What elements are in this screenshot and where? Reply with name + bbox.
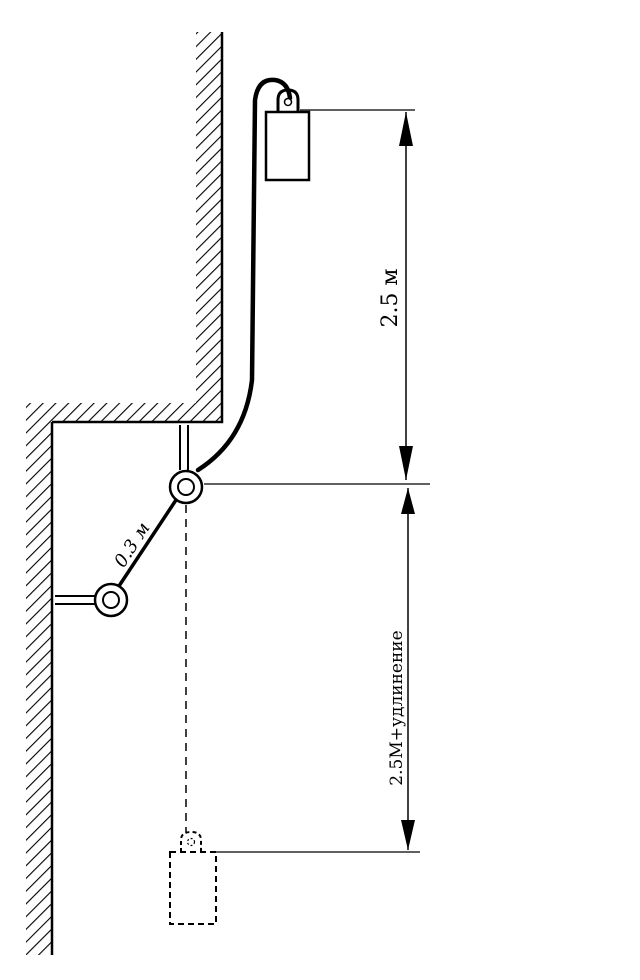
bottom-dimension-arrow	[401, 488, 415, 850]
lower-anchor-ring	[93, 582, 129, 618]
lanyard-rope	[195, 77, 293, 473]
extension-lines	[204, 109, 430, 853]
top-distance-label: 2.5 м	[378, 268, 403, 327]
lower-wall	[26, 403, 54, 955]
top-dimension-arrow	[399, 112, 413, 480]
bottom-distance-label: 2.5М+удлинение	[387, 630, 407, 785]
test-weight-fallen	[169, 830, 217, 925]
test-weight-initial	[264, 88, 311, 182]
upper-anchor-ring	[168, 469, 204, 505]
lower-anchor-bracket	[55, 595, 97, 605]
anchor-link-line	[117, 499, 178, 587]
upper-anchor-bracket	[179, 425, 189, 470]
upper-wall	[52, 32, 224, 424]
